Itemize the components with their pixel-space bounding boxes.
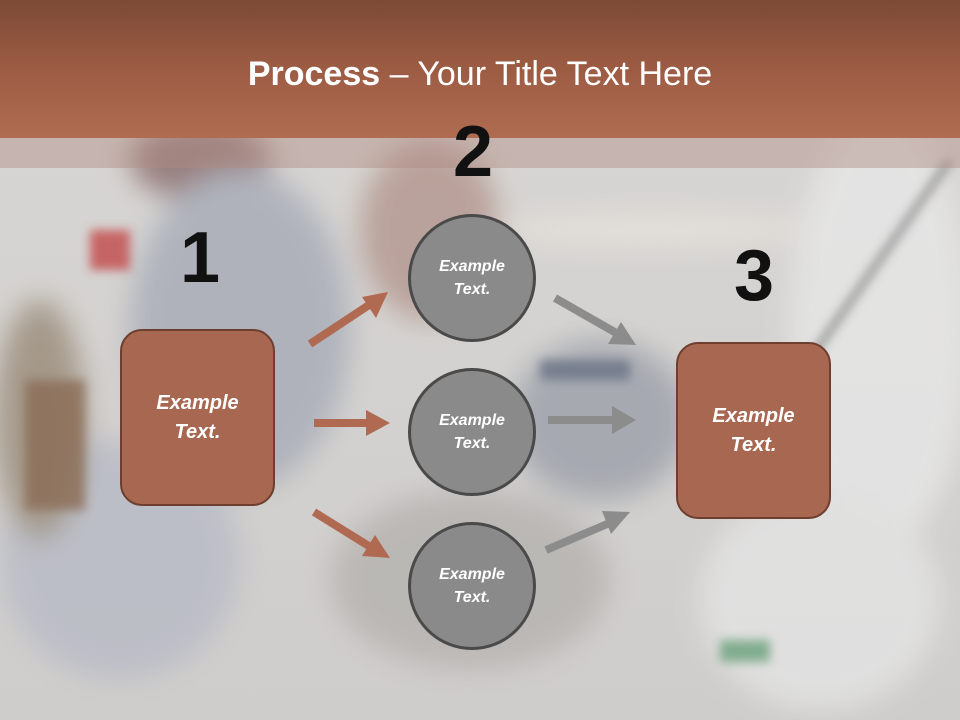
arrow-step1-to-top (307, 292, 388, 348)
arrow-step1-to-middle (314, 410, 390, 436)
slide-title-bold: Process (247, 55, 381, 93)
step-2-circle-middle: Example Text. (408, 368, 536, 496)
step-2-number: 2 (452, 112, 494, 192)
slide-title: Process – Your Title Text Here (0, 52, 960, 96)
arrow-step1-to-bottom (311, 508, 390, 558)
step-1-box: Example Text. (120, 329, 275, 506)
step-1-number: 1 (179, 218, 221, 298)
title-bar (0, 0, 960, 138)
arrow-top-to-step3 (553, 294, 636, 345)
arrow-middle-to-step3 (548, 406, 636, 434)
step-2-circle-top: Example Text. (408, 214, 536, 342)
title-bar-band (0, 138, 960, 168)
step-2-circle-bottom: Example Text. (408, 522, 536, 650)
step-3-box: Example Text. (676, 342, 831, 519)
arrow-bottom-to-step3 (544, 511, 630, 554)
step-3-number: 3 (733, 236, 775, 316)
slide-title-rest: – Your Title Text Here (380, 55, 713, 93)
